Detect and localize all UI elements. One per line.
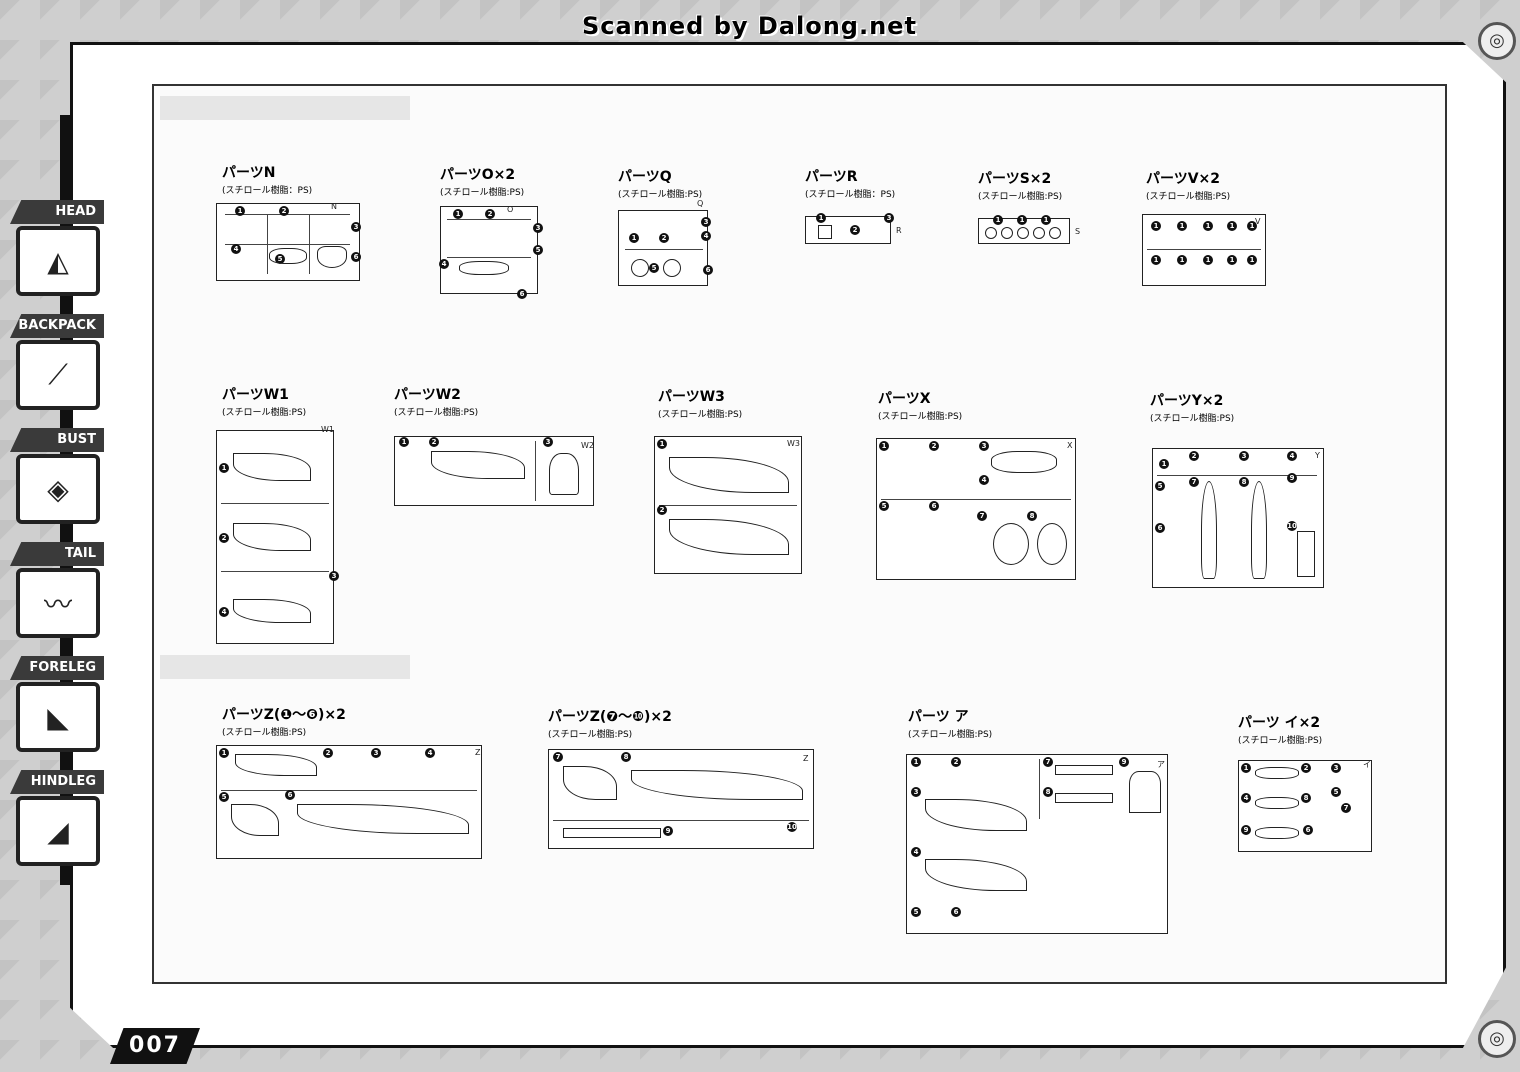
part-title: パーツN: [222, 165, 276, 181]
part-material: (スチロール樹脂:PS): [978, 192, 1063, 202]
side-tab-label: TAIL: [10, 542, 104, 566]
side-tab-bust[interactable]: BUST ◈: [10, 428, 104, 528]
dragon-head-icon: ◭: [16, 226, 100, 296]
part-title: パーツ イ×2: [1238, 715, 1321, 731]
part-title: パーツO×2: [440, 167, 516, 183]
side-tab-backpack[interactable]: BACKPACK ⟋: [10, 314, 104, 414]
part-title: パーツS×2: [978, 171, 1052, 187]
part-a-heading: パーツ ア (スチロール樹脂:PS): [908, 706, 992, 740]
part-material: (スチロール樹脂:PS): [548, 730, 633, 740]
part-material: (スチロール樹脂:PS): [222, 408, 307, 418]
part-material: (スチロール樹脂：PS): [805, 190, 896, 200]
part-material: (スチロール樹脂:PS): [658, 410, 743, 420]
part-x-heading: パーツX (スチロール樹脂:PS): [878, 388, 962, 422]
sprue-z2: Z 7 8 9 10: [548, 749, 814, 849]
part-o-heading: パーツO×2 (スチロール樹脂:PS): [440, 164, 524, 198]
side-tab-tail[interactable]: TAIL 〰: [10, 542, 104, 642]
part-title: パーツ ア: [908, 709, 969, 725]
foreleg-icon: ◣: [16, 682, 100, 752]
sprue-a: ア 1 2 7 9 8 3 4 5 6: [906, 754, 1168, 934]
backpack-icon: ⟋: [16, 340, 100, 410]
part-material: (スチロール樹脂:PS): [440, 188, 525, 198]
sprue-r: R 1 2 3: [805, 213, 902, 244]
corner-emblem-icon: ◎: [1478, 1020, 1516, 1058]
part-w2-heading: パーツW2 (スチロール樹脂:PS): [394, 384, 478, 418]
part-s-heading: パーツS×2 (スチロール樹脂:PS): [978, 168, 1062, 202]
corner-emblem-icon: ◎: [1478, 22, 1516, 60]
part-title: パーツQ: [618, 169, 672, 185]
sprue-letter: イ: [1363, 760, 1371, 769]
part-material: (スチロール樹脂:PS): [878, 412, 963, 422]
watermark-text: Scanned by Dalong.net: [582, 12, 917, 40]
sprue-letter: Z: [475, 748, 481, 757]
faded-header-band: [160, 96, 410, 120]
sprue-s: S 1 1 1: [978, 215, 1080, 244]
part-material: (スチロール樹脂：PS): [222, 186, 313, 196]
sprue-i: イ 1 2 3 4 8 5 7 9 6: [1238, 760, 1372, 852]
sprue-n: N 1 2 3 4 5 6: [216, 202, 361, 281]
part-title: パーツZ(❼〜❿)×2: [548, 709, 672, 725]
part-y-heading: パーツY×2 (スチロール樹脂:PS): [1150, 390, 1234, 424]
tail-icon: 〰: [16, 568, 100, 638]
sprue-letter: R: [896, 226, 902, 235]
faded-header-band: [160, 655, 410, 679]
sprue-letter: Q: [697, 199, 704, 208]
part-material: (スチロール樹脂:PS): [1150, 414, 1235, 424]
page-number: 007: [110, 1028, 200, 1064]
part-material: (スチロール樹脂:PS): [222, 728, 307, 738]
side-tab-label: HEAD: [10, 200, 104, 224]
hindleg-icon: ◢: [16, 796, 100, 866]
side-tab-label: BUST: [10, 428, 104, 452]
part-title: パーツY×2: [1150, 393, 1224, 409]
part-material: (スチロール樹脂:PS): [394, 408, 479, 418]
sprue-letter: S: [1075, 227, 1081, 236]
part-material: (スチロール樹脂:PS): [1146, 192, 1231, 202]
part-i-heading: パーツ イ×2 (スチロール樹脂:PS): [1238, 712, 1322, 746]
part-title: パーツV×2: [1146, 171, 1221, 187]
sprue-w3: W3 1 2: [654, 436, 802, 574]
sprue-o: O 1 2 3 4 5 6: [439, 205, 543, 299]
part-title: パーツZ(❶〜❻)×2: [222, 707, 346, 723]
side-tab-foreleg[interactable]: FORELEG ◣: [10, 656, 104, 756]
side-tab-label: FORELEG: [10, 656, 104, 680]
part-title: パーツW3: [658, 389, 725, 405]
sprue-letter: X: [1067, 441, 1073, 450]
sprue-z1: Z 1 2 3 4 5 6: [216, 745, 482, 859]
part-w3-heading: パーツW3 (スチロール樹脂:PS): [658, 386, 742, 420]
sprue-letter: Z: [803, 754, 809, 763]
bust-icon: ◈: [16, 454, 100, 524]
sprue-letter: ア: [1157, 760, 1165, 769]
part-title: パーツX: [878, 391, 931, 407]
sprue-letter: W2: [581, 441, 594, 450]
sprue-w2: W2 1 2 3: [394, 436, 594, 506]
side-tab-hindleg[interactable]: HINDLEG ◢: [10, 770, 104, 870]
part-v-heading: パーツV×2 (スチロール樹脂:PS): [1146, 168, 1230, 202]
sprue-q: Q 3 1 2 4 5 6: [618, 199, 713, 286]
part-material: (スチロール樹脂:PS): [1238, 736, 1323, 746]
part-material: (スチロール樹脂:PS): [618, 190, 703, 200]
part-z1-heading: パーツZ(❶〜❻)×2 (スチロール樹脂:PS): [222, 704, 346, 738]
side-tab-label: HINDLEG: [10, 770, 104, 794]
sprue-letter: W3: [787, 439, 800, 448]
side-tab-head[interactable]: HEAD ◭: [10, 200, 104, 300]
part-title: パーツW2: [394, 387, 461, 403]
sprue-letter: N: [331, 202, 337, 211]
sprue-letter: W1: [321, 425, 334, 434]
part-material: (スチロール樹脂:PS): [908, 730, 993, 740]
sprue-y: Y 1 2 3 4 5 7 8 9 6 10: [1152, 448, 1324, 588]
part-title: パーツW1: [222, 387, 289, 403]
sprue-x: X 1 2 3 4 5 6 7 8: [876, 438, 1076, 580]
part-r-heading: パーツR (スチロール樹脂：PS): [805, 166, 895, 200]
part-z2-heading: パーツZ(❼〜❿)×2 (スチロール樹脂:PS): [548, 706, 672, 740]
sprue-v: V 1 1 1 1 1 1 1 1 1 1: [1142, 214, 1266, 286]
part-w1-heading: パーツW1 (スチロール樹脂:PS): [222, 384, 306, 418]
part-n-heading: パーツN (スチロール樹脂：PS): [222, 162, 312, 196]
side-tab-label: BACKPACK: [10, 314, 104, 338]
part-q-heading: パーツQ (スチロール樹脂:PS): [618, 166, 702, 200]
sprue-letter: O: [507, 205, 514, 214]
part-title: パーツR: [805, 169, 858, 185]
sprue-w1: W1 1 2 3 4: [216, 425, 339, 644]
sprue-letter: Y: [1315, 451, 1320, 460]
sprue-letter: V: [1255, 217, 1261, 226]
